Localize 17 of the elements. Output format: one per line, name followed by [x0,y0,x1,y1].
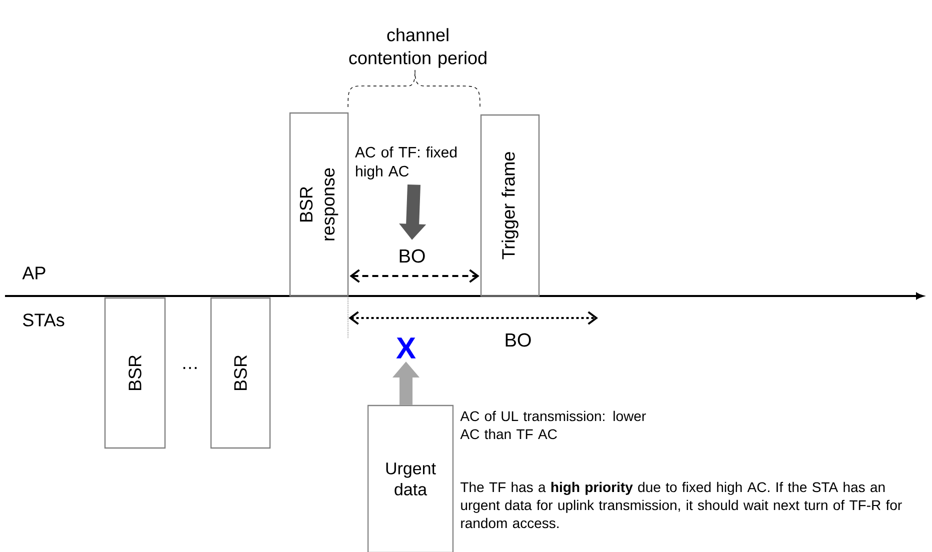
note-text: The TF has a high priority due to fixed high AC. If the STA has an urgent data for uplink transmission, it should wait next turn of TF-R for random access. [460,482,902,528]
edge-label: BO [397,248,427,264]
arrow [348,311,598,325]
frame-box: BSR [210,297,271,449]
title-text: channel contention period [349,28,486,68]
lane-label: STAs [23,314,64,326]
lane-label: AP [22,266,46,280]
frame-box: BSR response [289,112,349,297]
note-text: AC of TF: fixed high AC [355,146,457,180]
edge-label: BO [503,332,533,348]
arrow [350,269,480,283]
frame-box: BSR [104,297,166,449]
frame-box: Urgent data [367,404,454,552]
frame-box: Trigger frame [480,114,540,297]
ellipsis-text: … [183,367,197,369]
note-text: AC of UL transmission: lower AC than TF AC [460,410,646,440]
cross-mark: X [396,338,416,358]
